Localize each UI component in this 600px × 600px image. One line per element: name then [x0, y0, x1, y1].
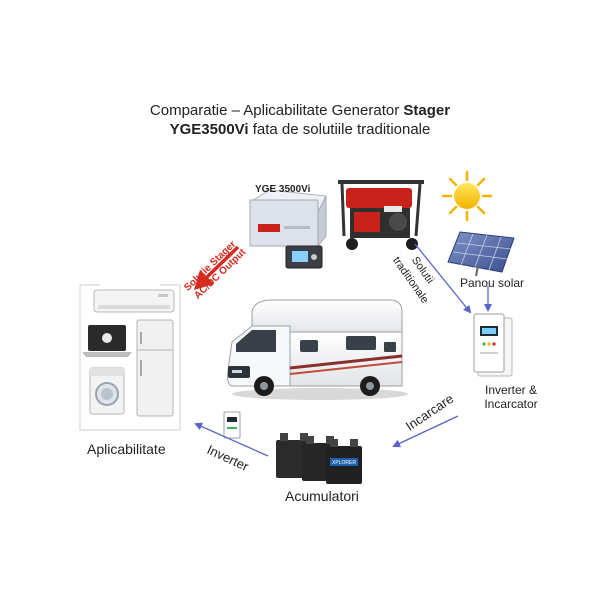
diagram-title-line2: YGE3500Vi fata de solutiile traditionale	[0, 120, 600, 139]
traditional-flow-arrow	[414, 243, 472, 314]
generator-icon	[338, 180, 424, 250]
yge-generator-unit-icon	[248, 189, 327, 269]
inverter-charger-label-line2: Incarcator	[484, 397, 538, 411]
title-rest: fata de solutiile traditionale	[248, 121, 431, 138]
inverter-charger-icon	[473, 313, 513, 377]
batteries-label: Acumulatori	[285, 488, 359, 504]
title-prefix: Comparatie – Aplicabilitate Generator	[149, 102, 404, 119]
inverter-charger-label: Inverter & Incarcator	[476, 383, 546, 411]
inverter-arrow	[194, 422, 269, 457]
battery-icon	[276, 433, 362, 484]
applicability-label: Aplicabilitate	[87, 441, 166, 457]
charging-arrow	[392, 415, 459, 448]
yge-model-label: YGE 3500Vi	[255, 184, 311, 195]
motorhome-icon	[227, 299, 408, 400]
solar-panel-icon	[447, 231, 515, 277]
title-model: YGE3500Vi	[169, 121, 249, 138]
charging-label: Incarcare	[403, 391, 456, 434]
battery-brand-text: XPLORER	[332, 460, 356, 466]
inverter-label: Inverter	[205, 442, 252, 475]
applicability-box	[79, 284, 181, 431]
air-conditioner-icon	[93, 289, 175, 313]
stager-output-arrow	[194, 245, 240, 290]
inverter-charger-label-line1: Inverter &	[484, 383, 538, 397]
fridge-icon	[136, 319, 174, 417]
title-brand: Stager	[403, 102, 451, 119]
sun-icon	[441, 170, 493, 222]
diagram-title-line1: Comparatie – Aplicabilitate Generator St…	[0, 101, 600, 120]
inverter-icon	[223, 411, 241, 439]
laptop-icon	[82, 325, 132, 357]
solar-panel-label: Panou solar	[460, 276, 525, 290]
washing-machine-icon	[89, 367, 125, 415]
